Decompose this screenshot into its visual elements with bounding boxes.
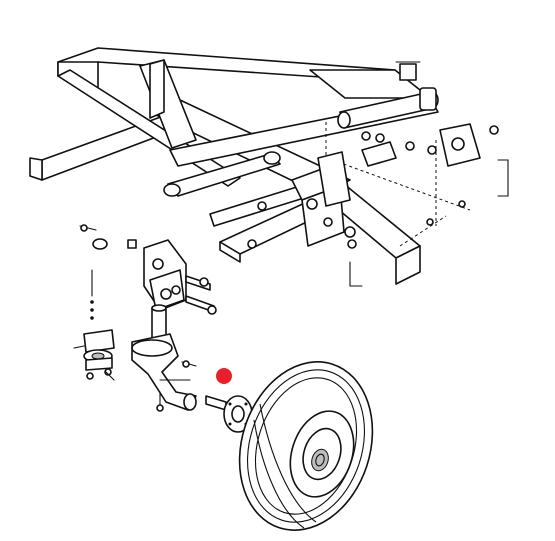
- right-brackets: [349, 123, 509, 287]
- pivot-plate: [247, 151, 434, 249]
- hydraulic-cylinder: [337, 61, 439, 129]
- caster-wheel-spindle-arm: [131, 333, 197, 411]
- arm-bolt: [156, 391, 164, 412]
- caster-mount-bracket: [143, 239, 187, 311]
- caster-hub-assembly: [73, 329, 115, 381]
- highlight-marker[interactable]: [216, 368, 232, 384]
- mount-bolts: [185, 275, 217, 315]
- main-frame: [29, 47, 439, 285]
- caster-wheel-tire: [238, 361, 374, 531]
- hardware-small-parts: [79, 224, 137, 320]
